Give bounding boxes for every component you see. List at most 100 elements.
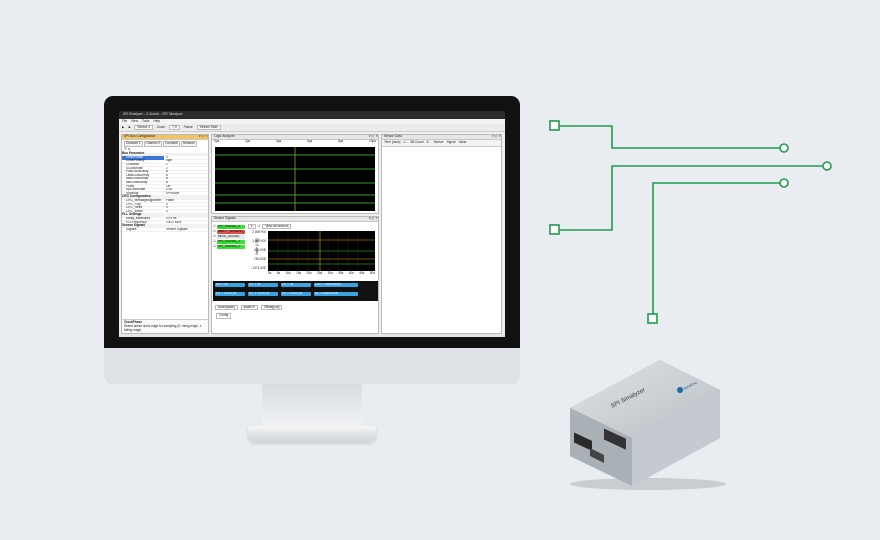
zoom-input[interactable]: 7,0 [169, 125, 180, 130]
property-value[interactable]: 0 [166, 202, 168, 206]
property-value[interactable]: 0 [166, 155, 168, 159]
property-row[interactable]: Signals Sensor Signals [122, 228, 208, 232]
property-key: PLLFrequency [126, 220, 147, 224]
property-category[interactable]: PLL Settings [122, 213, 208, 218]
decoded-frame-chip[interactable]: EV = 0,000,00 [248, 292, 278, 296]
panel-controls-icon[interactable]: ▾ ◫ ✕ [491, 134, 501, 139]
property-value[interactable]: False [166, 198, 174, 202]
property-key: MinClockDelay [126, 180, 148, 184]
property-row[interactable]: PLLFrequency 100,0 MHz [122, 221, 208, 225]
property-value[interactable]: 2,00 [166, 188, 173, 192]
property-key: LeadClockDelay [126, 173, 150, 177]
property-category[interactable]: Sensor Signals [122, 223, 208, 229]
state-dropdown[interactable]: state0.0 [240, 305, 258, 310]
panel-controls-icon[interactable]: ▾ ◫ ✕ [368, 134, 378, 139]
property-key: PostClockDelay [126, 170, 149, 174]
tab-combine[interactable]: Combine [163, 141, 180, 147]
config-panel-title: SPI Bus Configuration [124, 134, 156, 139]
property-value[interactable]: 8 [166, 173, 168, 177]
decoded-frame-chip[interactable]: SL = 0x0000000 [314, 292, 358, 296]
property-value[interactable]: 8 [166, 180, 168, 184]
x-tick-label: 5s [276, 271, 281, 275]
property-value[interactable]: 0,97 ns [166, 216, 177, 220]
property-row[interactable]: PostClockDelay 8 [122, 170, 208, 175]
menu-tools[interactable]: Tools [142, 118, 150, 123]
decoded-frame-chip[interactable]: CNT = 0x0000000 [314, 283, 358, 287]
offset-field[interactable]: Offset[pos] [261, 305, 283, 310]
decoded-frame-chip[interactable]: EV = 0,000,00 [215, 292, 245, 296]
property-value[interactable]: 2 [166, 166, 168, 170]
y-tick-label: -750,00E [253, 257, 266, 262]
play-icon[interactable]: ▶ [122, 124, 125, 129]
property-category[interactable]: Bus Parameter [122, 151, 208, 157]
property-value[interactable]: 100,0 MHz [166, 220, 182, 224]
mode-dropdown[interactable]: Mode[state] [215, 305, 238, 310]
stop-icon[interactable]: ■ [128, 124, 131, 129]
property-value[interactable]: Off [166, 184, 171, 188]
property-key: Parity [126, 184, 135, 188]
property-value[interactable]: 8 [166, 177, 168, 181]
sort-icon[interactable]: ☰ [124, 146, 127, 151]
signal-checkbox[interactable]: ☑ [213, 239, 216, 244]
decoded-frame-chip[interactable]: EV = 0x [248, 283, 278, 287]
property-row[interactable]: MinClockDelay 8 [122, 180, 208, 186]
app-title: SPI Simalyzer - C:\Users\...\SPI Simalyz… [123, 112, 183, 117]
connector-dot-1 [779, 143, 789, 153]
tab-sensors[interactable]: Sensors [180, 141, 197, 147]
property-value[interactable]: 1 [166, 163, 168, 166]
property-value[interactable]: high [166, 159, 173, 163]
menu-file[interactable]: File [122, 118, 128, 123]
panel-controls-icon[interactable]: ▾ ◫ ✕ [368, 216, 378, 221]
mode-row: Mode[state] state0.0 Offset[pos] [215, 305, 283, 310]
decoded-frame-chip[interactable]: EV = 0,000,00 [281, 292, 311, 296]
pause-button[interactable]: Pause [183, 124, 193, 129]
tab-channel-1[interactable]: Channel 1 [124, 141, 143, 147]
sensor-dropdown[interactable]: Sensor ▾ [134, 125, 153, 130]
tab-channel-2[interactable]: Channel 2 [143, 141, 163, 147]
signal-checkbox[interactable]: ☑ [213, 234, 216, 239]
property-value[interactable]: 0 [166, 209, 168, 213]
property-value[interactable]: 8 [166, 170, 168, 174]
view-all-sensors-button[interactable]: View all sensors [262, 224, 292, 229]
alpha-sort-icon[interactable]: ⇅ [127, 146, 131, 151]
decoded-frame-chip[interactable]: SG = 0x [215, 283, 245, 287]
signal-row[interactable]: ☑MOSI_SIGNAL [213, 234, 245, 239]
property-value[interactable]: 0 [166, 206, 168, 210]
signal-row[interactable]: ☑SPI_SIGNAL_1 [213, 239, 245, 244]
property-row[interactable]: LeadClockDelay 8 [122, 174, 208, 178]
signal-checkbox[interactable]: ☑ [213, 244, 216, 249]
panel-controls-icon[interactable]: ▾ ◫ ✕ [198, 134, 208, 139]
property-key: Signals [126, 227, 137, 231]
signal-checkbox[interactable]: ☑ [213, 224, 216, 229]
signal-row[interactable]: ☑INACT_SENSOR_2 [213, 229, 245, 234]
signal-checkbox[interactable]: ☑ [213, 229, 216, 234]
check-icon[interactable]: ☑ [257, 223, 261, 228]
property-value[interactable]: SPIMode [166, 191, 180, 195]
menu-view[interactable]: View [131, 118, 138, 123]
signal-row[interactable]: ☑SPI_SIGNAL_0 [213, 224, 245, 229]
signal-select-dropdown[interactable]: ▾ [248, 224, 256, 229]
config-tab[interactable]: Config [216, 313, 232, 319]
menu-help[interactable]: Help [153, 118, 161, 123]
property-row[interactable]: Parity Off [122, 185, 208, 189]
property-category[interactable]: CRC Configuration [122, 195, 208, 200]
property-value[interactable]: Sensor Signals [166, 227, 188, 231]
x-tick-label: 10s [285, 271, 291, 275]
decoded-frame-chip[interactable]: EV = 0x [281, 283, 311, 287]
signal-row[interactable]: ☑SPI_SIGNAL_2 [213, 244, 245, 249]
stream-start-button[interactable]: Stream Start [196, 125, 221, 130]
